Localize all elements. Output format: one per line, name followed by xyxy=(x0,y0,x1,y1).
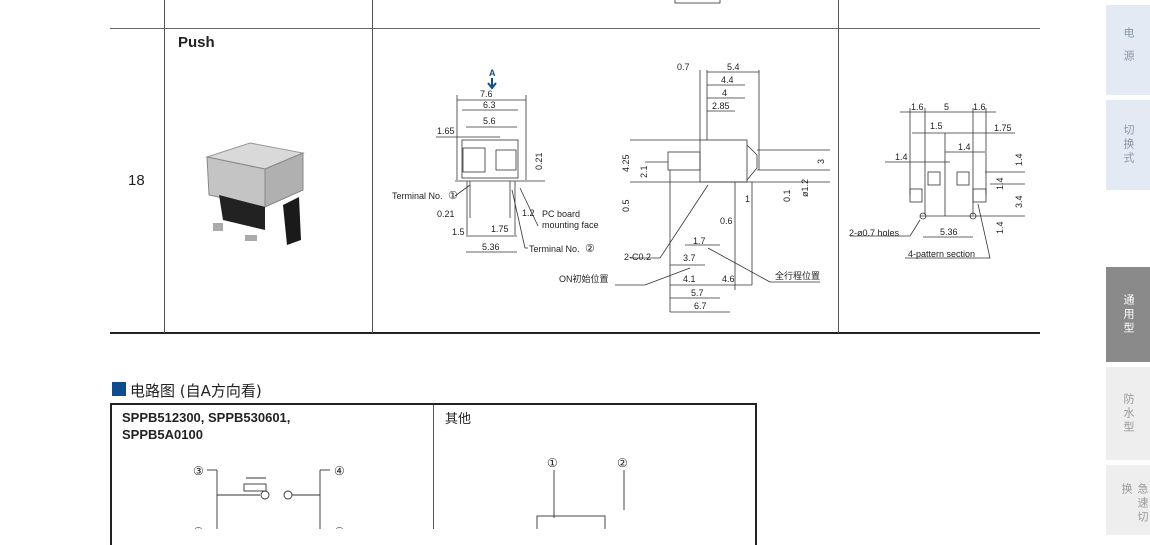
dim-label: 1 xyxy=(745,194,750,204)
tab-label: 急速切换 xyxy=(1120,483,1149,525)
dim-label: 1.65 xyxy=(437,126,455,136)
dim-label: 7.6 xyxy=(480,89,493,99)
table-column-divider xyxy=(838,0,839,333)
left-models: SPPB512300, SPPB530601, SPPB5A0100 xyxy=(122,409,290,443)
dim-label: 0.21 xyxy=(534,152,544,170)
on-position-label: ON初始位置 xyxy=(559,273,609,284)
switch-base xyxy=(219,195,265,230)
dim-label: 5.36 xyxy=(482,242,500,252)
tab-label: 电源 xyxy=(1122,27,1135,73)
models-line: SPPB5A0100 xyxy=(122,427,203,442)
holes-label: 2-ø0.7 holes xyxy=(849,228,900,238)
dim-label: 0.5 xyxy=(621,199,631,212)
tab-label: 切换式 xyxy=(1122,124,1135,166)
dim-label: 1.4 xyxy=(995,221,1005,234)
dim-label: 1.4 xyxy=(958,142,971,152)
switch-body-side xyxy=(264,152,304,208)
dim-label: 1.2 xyxy=(522,208,535,218)
table-column-divider xyxy=(164,0,165,333)
side-view: 0.7 5.4 4.4 4 2.85 4.25 2.1 0.5 3 ø1.2 0… xyxy=(559,62,830,313)
pcb-pattern: 1.6 5 1.6 1.5 1.75 1.4 1.4 1.4 1.4 3.4 1… xyxy=(849,102,1025,259)
row-number: 18 xyxy=(128,172,145,189)
dim-label: 1.5 xyxy=(930,121,943,131)
table-row-divider xyxy=(110,28,1040,29)
dim-label: 3.4 xyxy=(1014,195,1024,208)
side-tab-waterproof[interactable]: 防水型 xyxy=(1106,367,1150,460)
terminal-2-number: ② xyxy=(585,243,595,255)
switch-terminal xyxy=(245,235,257,241)
right-title: 其他 xyxy=(445,412,472,427)
row-title: Push xyxy=(178,34,215,51)
dim-label: 5.36 xyxy=(940,227,958,237)
dim-label: 1.7 xyxy=(693,236,706,246)
models-line: SPPB512300, SPPB530601, xyxy=(122,410,291,425)
terminal-1-number: ① xyxy=(448,190,458,202)
tab-label: 通用型 xyxy=(1122,293,1135,336)
dim-label: 0.21 xyxy=(437,209,455,219)
dim-label: 5.7 xyxy=(691,288,704,298)
dim-label: 4.1 xyxy=(683,274,696,284)
circuit-column-divider xyxy=(433,405,434,529)
terminal-1-label: Terminal No. xyxy=(392,191,443,201)
dim-label: 5.4 xyxy=(727,62,740,72)
dim-label: ø1.2 xyxy=(800,179,810,197)
pc-board-label: mounting face xyxy=(542,220,599,230)
pattern-section-label: 4-pattern section xyxy=(908,249,975,259)
dim-label: 2.85 xyxy=(712,101,730,111)
terminal-4-label: ④ xyxy=(334,464,345,478)
dim-label: 5 xyxy=(944,102,949,112)
dim-label: 6.3 xyxy=(483,100,496,110)
dim-label: 6.7 xyxy=(694,301,707,311)
dim-label: 1.4 xyxy=(1014,153,1024,166)
dim-label: 1.4 xyxy=(895,152,908,162)
dim-label: 1.75 xyxy=(994,123,1012,133)
switch-plunger xyxy=(283,197,301,245)
previous-drawing-fragment xyxy=(674,0,721,4)
pc-board-label: PC board xyxy=(542,209,580,219)
terminal-3-label: ③ xyxy=(193,464,204,478)
dim-label: 0.6 xyxy=(720,216,733,226)
terminal-1-label: ① xyxy=(193,525,204,529)
dim-label: 3 xyxy=(816,159,826,164)
dim-label: 1.4 xyxy=(995,177,1005,190)
side-tab-switching[interactable]: 切换式 xyxy=(1106,100,1150,190)
dim-label: 0.1 xyxy=(782,189,792,202)
product-photo xyxy=(205,142,305,245)
terminal-1-label: ① xyxy=(547,456,558,470)
dim-label: 3.7 xyxy=(683,253,696,263)
dim-label: 5.6 xyxy=(483,116,496,126)
side-tab-general[interactable]: 通用型 xyxy=(1106,267,1150,362)
dim-label: 1.5 xyxy=(452,227,465,237)
dim-label: 1.75 xyxy=(491,224,509,234)
circuit-diagram: ③ ④ ① ② ① ② xyxy=(193,456,628,529)
side-tab-snap-action[interactable]: 急速切换 xyxy=(1106,465,1150,535)
section-marker-icon xyxy=(112,382,126,396)
dim-label: 2.1 xyxy=(639,165,649,178)
circuit-table xyxy=(110,403,757,545)
circuit-heading: 电路图 (自A方向看) xyxy=(130,382,262,400)
view-arrow-icon xyxy=(487,78,497,90)
terminal-2-label: ② xyxy=(617,456,628,470)
table-column-divider xyxy=(372,0,373,333)
dimension-drawing: A 7.6 6.3 5.6 1.65 0.21 0.21 1.2 1.5 1.7… xyxy=(392,0,1025,313)
dim-label: 4.6 xyxy=(722,274,735,284)
dim-label: 1.6 xyxy=(911,102,924,112)
tab-label: 防水型 xyxy=(1122,392,1135,435)
dim-label: 1.6 xyxy=(973,102,986,112)
dim-label: 4 xyxy=(722,88,727,98)
front-view: A 7.6 6.3 5.6 1.65 0.21 0.21 1.2 1.5 1.7… xyxy=(392,68,599,255)
dim-label: 0.7 xyxy=(677,62,690,72)
side-tab-power[interactable]: 电源 xyxy=(1106,5,1150,95)
terminal-2-label: Terminal No. xyxy=(529,244,580,254)
view-arrow-label: A xyxy=(489,68,496,78)
chamfer-label: 2-C0.2 xyxy=(624,252,651,262)
terminal-2-label: ② xyxy=(334,525,345,529)
dim-label: 4.4 xyxy=(721,75,734,85)
dim-label: 4.25 xyxy=(621,154,631,172)
table-bottom-border xyxy=(110,332,1040,334)
full-travel-label: 全行程位置 xyxy=(775,270,820,281)
switch-terminal xyxy=(213,223,223,231)
